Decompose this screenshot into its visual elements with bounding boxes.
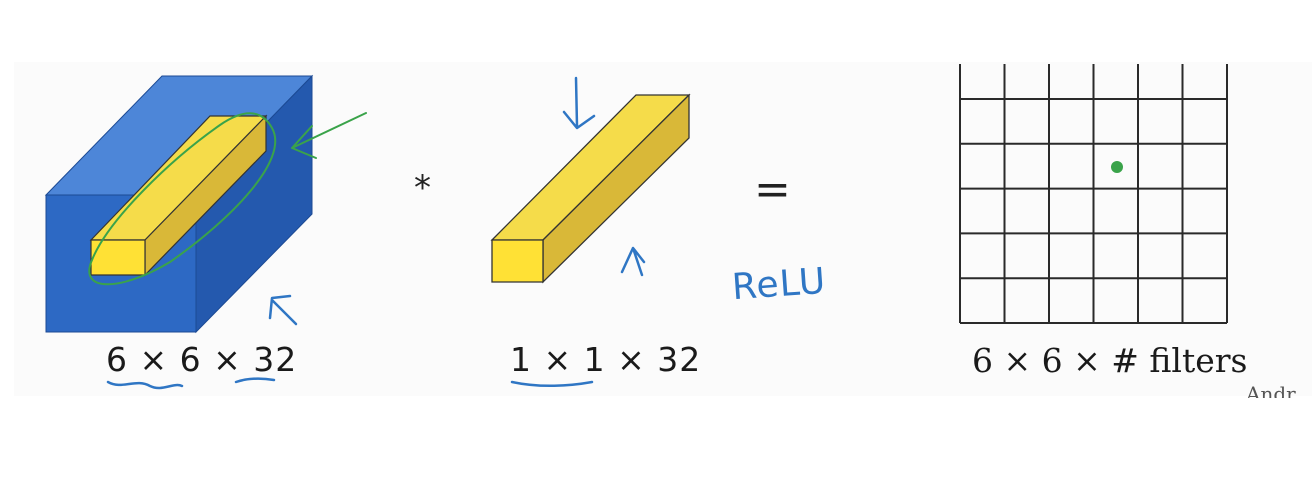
underline-filter-1x1 [510, 380, 594, 387]
arrow-diagonal-mark [268, 294, 298, 326]
attribution-text: Andr [1246, 382, 1296, 398]
filter-dimensions-label: 1 × 1 × 32 [510, 340, 702, 379]
output-grid [959, 64, 1228, 324]
green-arrow-mark [291, 112, 367, 159]
arrow-down-mark [562, 76, 596, 130]
green-annotation [88, 112, 367, 286]
output-dimensions-label: 6 × 6 × # filters [972, 341, 1248, 380]
equals-operator: = [754, 164, 791, 215]
volume-slice [89, 114, 268, 277]
blue-annotation [106, 76, 646, 390]
output-dot-mark [1111, 161, 1123, 173]
filter-front-face [491, 239, 544, 283]
green-ellipse-mark [88, 112, 277, 286]
underline-volume-32 [234, 377, 276, 384]
arrow-up-mark [620, 246, 646, 277]
relu-annotation: ReLU [730, 260, 828, 309]
underline-volume-6x6 [106, 380, 184, 390]
volume-dimensions-label: 6 × 6 × 32 [106, 340, 298, 379]
filter-volume [490, 93, 691, 284]
multiply-operator: * [414, 168, 431, 208]
